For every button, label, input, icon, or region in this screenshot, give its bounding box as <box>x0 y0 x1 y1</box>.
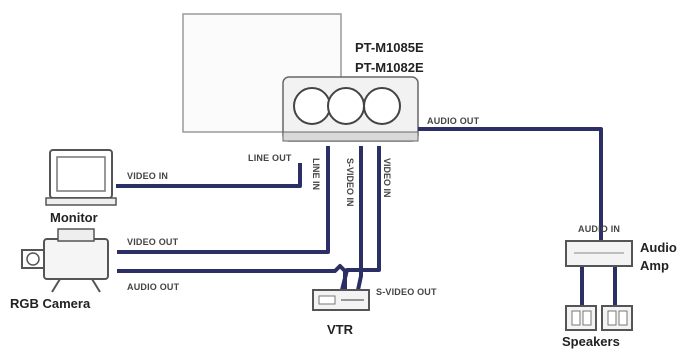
cable-camera-video <box>117 146 330 254</box>
vtr-port-label: S-VIDEO OUT <box>376 287 437 297</box>
audio-amp <box>565 240 633 267</box>
projector-s-video-in-label: S-VIDEO IN <box>345 158 355 207</box>
vtr-label: VTR <box>327 322 353 337</box>
cables <box>116 127 617 306</box>
projector-model-2: PT-M1082E <box>355 60 424 75</box>
projector-lens-left <box>293 87 331 125</box>
monitor-port-label: VIDEO IN <box>127 171 169 181</box>
monitor-label: Monitor <box>50 210 98 225</box>
monitor <box>45 149 117 206</box>
projector-line-in-label: LINE IN <box>311 158 321 191</box>
camera-video-out-label: VIDEO OUT <box>127 237 179 247</box>
rgb-camera-label: RGB Camera <box>10 296 91 311</box>
cable-audio-amp <box>418 127 603 241</box>
camera-audio-out-label: AUDIO OUT <box>127 282 180 292</box>
cable-vtr-svideo <box>356 146 363 291</box>
projector-line-out-label: LINE OUT <box>248 153 292 163</box>
projector-lens-middle <box>327 87 365 125</box>
projector-video-in-label: VIDEO IN <box>382 158 392 198</box>
projector-lens-right <box>363 87 401 125</box>
audio-amp-port-label: AUDIO IN <box>578 224 621 234</box>
speakers <box>565 305 633 331</box>
speakers-label: Speakers <box>562 334 620 349</box>
cable-monitor-video <box>116 163 302 188</box>
projector-audio-out-label: AUDIO OUT <box>427 116 480 126</box>
vtr <box>312 289 370 311</box>
projector-model-1: PT-M1085E <box>355 40 424 55</box>
audio-amp-label-line-1: Audio <box>640 240 677 255</box>
cable-camera-audio <box>117 264 347 290</box>
projector <box>282 76 419 142</box>
rgb-camera <box>21 228 109 293</box>
audio-amp-label-line-2: Amp <box>640 258 669 273</box>
